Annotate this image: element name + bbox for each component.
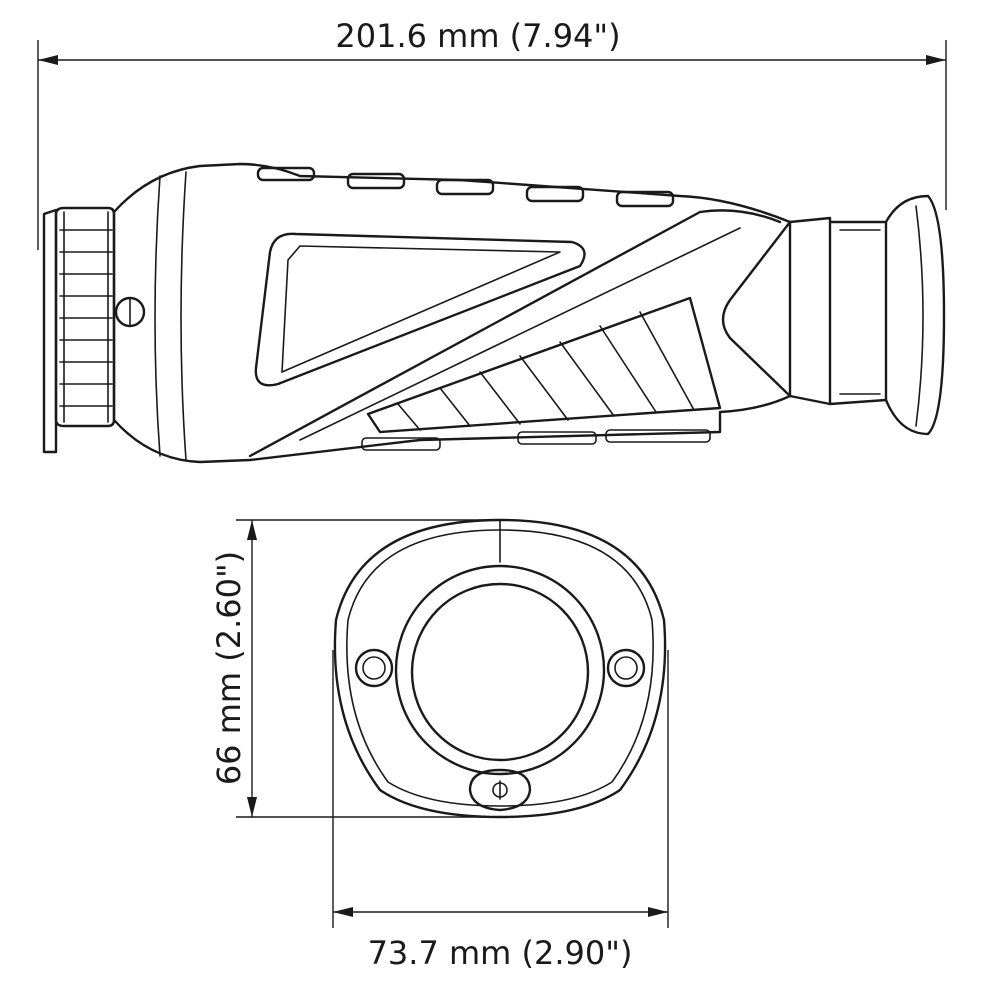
top-button-2 (346, 172, 406, 190)
length-dimension: 201.6 mm (7.94") (37, 17, 947, 250)
lens-ring-outer (394, 564, 606, 776)
focus-ring-grip (59, 211, 113, 423)
housing-seam-front-inner (180, 171, 187, 461)
mount-hole-left (354, 648, 394, 688)
eyecup (884, 194, 946, 436)
eyecup-rim (915, 205, 924, 427)
bottom-feet (361, 429, 711, 451)
front-outline (333, 518, 667, 819)
width-label: 73.7 mm (2.90") (368, 934, 633, 972)
rear-notch (721, 220, 792, 398)
front-outline-inner (346, 529, 654, 807)
front-view (333, 518, 667, 819)
mount-hole-right (606, 648, 646, 688)
height-label: 66 mm (2.60") (210, 551, 248, 785)
housing (112, 162, 792, 464)
grip-window (254, 232, 586, 387)
diagonal-band-top (248, 209, 782, 458)
housing-seam-front (154, 175, 161, 457)
side-view (42, 162, 946, 464)
bottom-lock-tab (468, 768, 532, 812)
lens-cap (42, 208, 58, 454)
lens-glass (410, 582, 590, 762)
height-dimension: 66 mm (2.60") (210, 519, 500, 818)
eyepiece-body (828, 220, 888, 406)
top-button-3 (435, 178, 495, 196)
top-button-4 (525, 185, 585, 203)
top-button-1 (256, 166, 316, 182)
top-button-5 (615, 190, 675, 208)
length-label: 201.6 mm (7.94") (335, 17, 620, 55)
eyepiece-neck (788, 216, 832, 406)
grip-window-inner (281, 245, 561, 373)
top-buttons (256, 166, 675, 208)
width-dimension: 73.7 mm (2.90") (332, 650, 669, 972)
diagonal-band-mid (299, 227, 741, 441)
ribbed-grip (366, 296, 722, 434)
